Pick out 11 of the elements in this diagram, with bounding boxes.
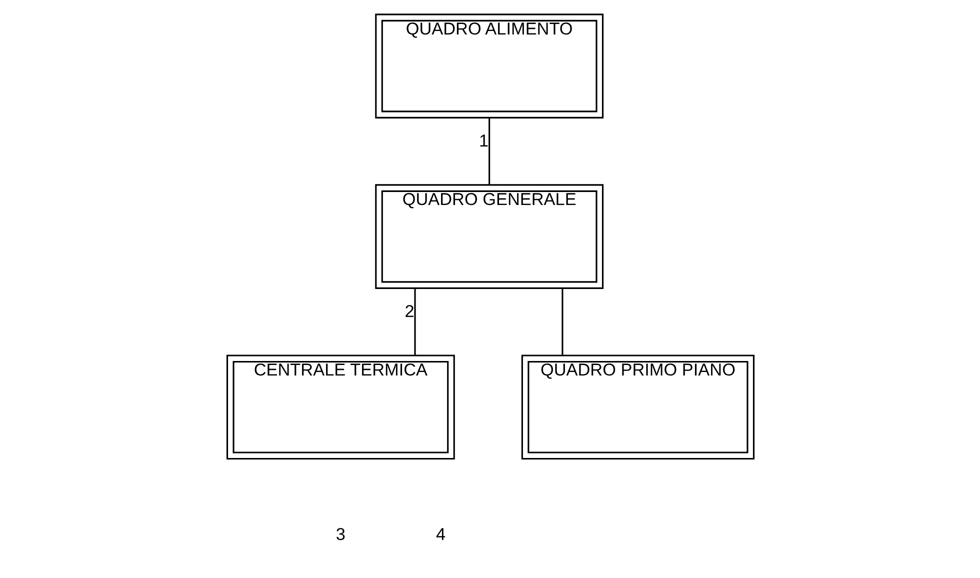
node-box: QUADRO GENERALE xyxy=(374,184,604,289)
connector xyxy=(561,288,563,356)
label: 3 xyxy=(335,524,345,544)
node-box: QUADRO ALIMENTO xyxy=(374,14,604,118)
edge-label: 1 xyxy=(478,130,488,150)
label: 4 xyxy=(436,524,446,544)
node-box: CENTRALE TERMICA xyxy=(226,354,454,460)
connector xyxy=(414,288,416,356)
edge-label: 2 xyxy=(404,301,414,322)
node-box: QUADRO PRIMO PIANO xyxy=(520,354,754,460)
connector xyxy=(488,118,490,185)
